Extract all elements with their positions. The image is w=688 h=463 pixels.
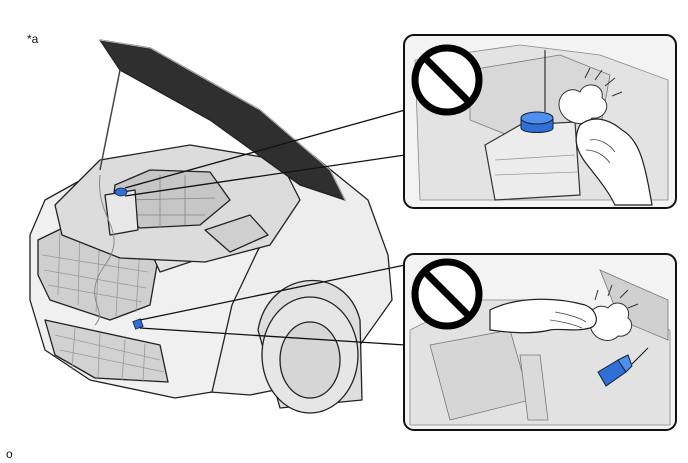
inset-coolant-reservoir: [403, 34, 677, 209]
hand-icon: [575, 118, 653, 206]
leader-lines: [124, 109, 406, 346]
view-marker-label: *a: [27, 32, 39, 46]
vehicle-front: [29, 39, 393, 414]
steam-puff-2: [588, 302, 633, 341]
bleeder-highlight: [132, 318, 144, 330]
hand-icon-2: [489, 298, 597, 334]
prohibition-icon-2: [411, 258, 483, 330]
coolant-cap-highlight: [114, 187, 128, 197]
footer-code-label: o: [6, 447, 13, 461]
inset-bleeder-plug: [403, 253, 677, 431]
prohibition-icon: [411, 44, 483, 116]
